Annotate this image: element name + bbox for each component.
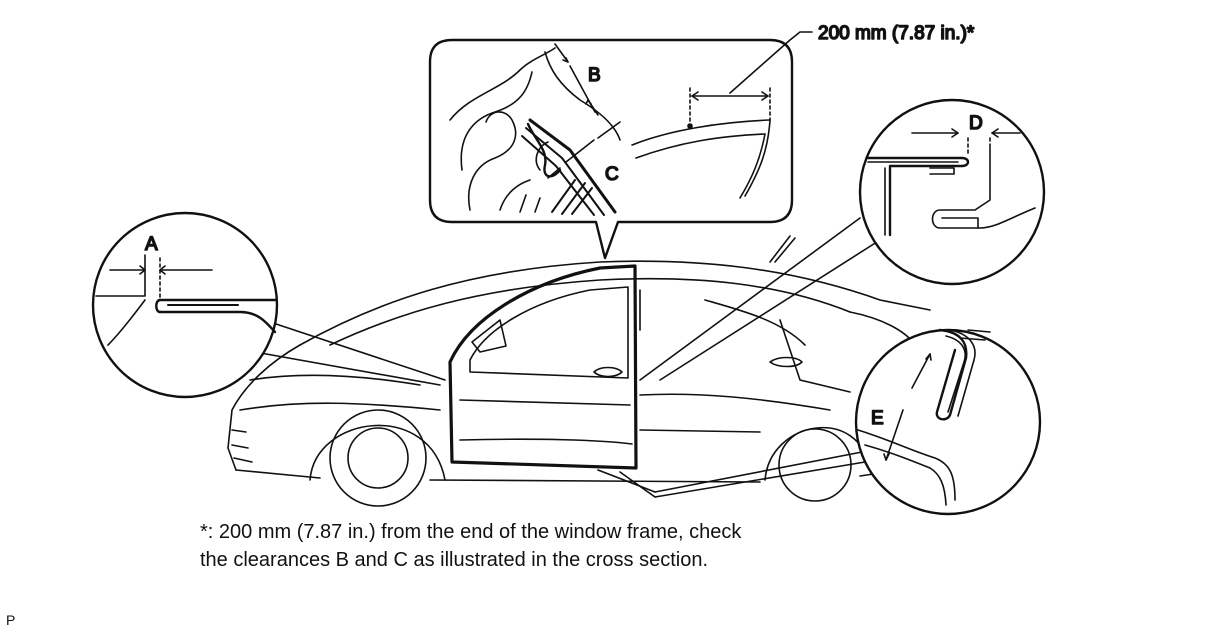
callout-a: [91, 211, 446, 399]
front-door: [448, 264, 638, 470]
callout-e: [597, 328, 1042, 516]
car-body: [227, 235, 931, 507]
callout-label-a: A: [145, 234, 158, 255]
dimension-label: 200 mm (7.87 in.)*: [818, 23, 975, 44]
callout-d: [639, 98, 1046, 381]
footnote-line-2: the clearances B and C as illustrated in…: [200, 549, 709, 571]
footnote-line-1: *: 200 mm (7.87 in.) from the end of the…: [200, 521, 742, 543]
window-frame-callout: [428, 31, 813, 260]
callout-label-c: C: [605, 164, 619, 185]
figure-code: P: [6, 612, 16, 628]
callout-label-e: E: [871, 408, 884, 429]
callout-label-b: B: [588, 65, 601, 86]
callout-label-d: D: [969, 113, 983, 134]
footnote: *: 200 mm (7.87 in.) from the end of the…: [200, 518, 900, 574]
